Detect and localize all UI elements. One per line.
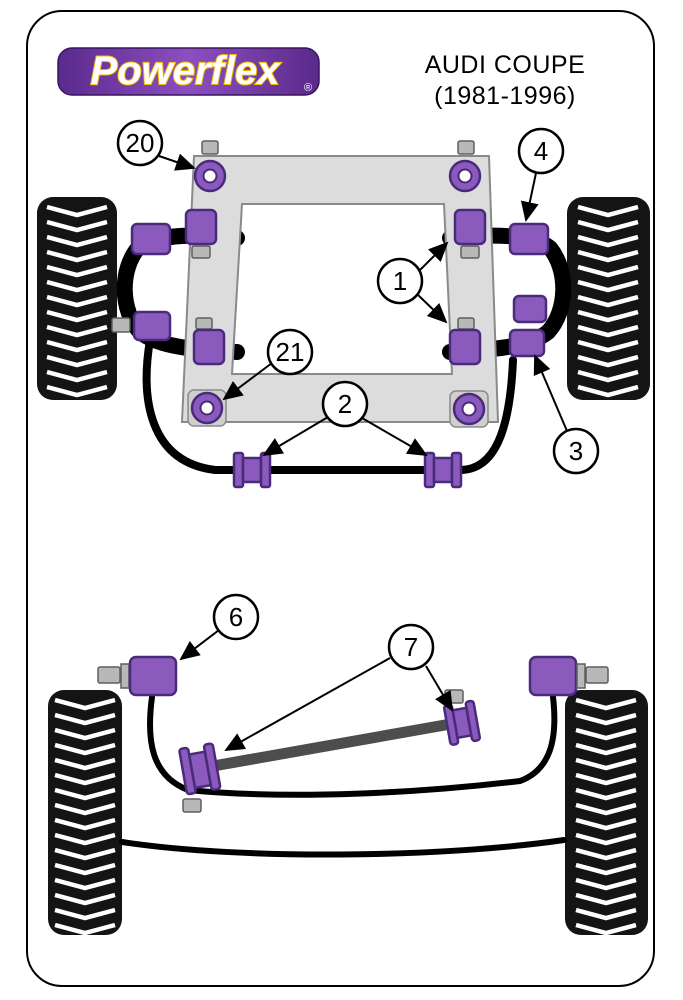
subframe-mount-front-left-bushing-20 bbox=[193, 159, 227, 193]
panhard-rod-bushing-right-7 bbox=[442, 699, 482, 746]
anti-roll-bar bbox=[142, 336, 517, 474]
outer-arm-bushing-top-right-4 bbox=[508, 222, 550, 256]
outer-arm-bushing-mid-right bbox=[512, 294, 548, 324]
registered-trademark-icon: ® bbox=[304, 82, 312, 94]
powerflex-logo-svg: Powerflex ® bbox=[57, 47, 320, 96]
front-right-tire bbox=[567, 197, 650, 400]
title-line2: (1981-1996) bbox=[434, 81, 576, 110]
callout-arrow-1b bbox=[415, 292, 448, 324]
powerflex-logo: Powerflex ® bbox=[57, 47, 320, 96]
vehicle-title: AUDI COUPE (1981-1996) bbox=[405, 50, 605, 111]
callout-number: 7 bbox=[404, 632, 418, 662]
title-line1: AUDI COUPE bbox=[424, 51, 586, 79]
callout-number: 20 bbox=[126, 128, 155, 158]
inner-arm-bushing-bottom-left bbox=[192, 317, 226, 366]
callout-number: 4 bbox=[534, 136, 548, 166]
anti-roll-bar-bushing-right-2 bbox=[423, 451, 463, 489]
inner-arm-bushing-top-right-1 bbox=[453, 208, 487, 259]
callout-number: 1 bbox=[393, 266, 407, 296]
callout-arrow-4 bbox=[520, 172, 539, 222]
front-left-control-arm bbox=[116, 227, 245, 360]
bolt-icon bbox=[97, 666, 121, 684]
callout-arrow-1a bbox=[418, 241, 449, 272]
bolt-icon bbox=[182, 798, 202, 813]
trailing-arm-bushing-left-6 bbox=[97, 655, 178, 697]
callout-number: 21 bbox=[276, 337, 305, 367]
subframe-mount-front-right-bushing bbox=[448, 159, 482, 193]
front-left-tire bbox=[37, 197, 117, 400]
washer-icon bbox=[576, 663, 586, 689]
callout-2: 2 bbox=[321, 380, 369, 428]
rear-right-tire bbox=[565, 690, 648, 935]
page-border bbox=[26, 10, 655, 987]
callout-arrow-21 bbox=[222, 362, 273, 401]
callout-1: 1 bbox=[376, 257, 424, 305]
bolt-icon bbox=[585, 666, 609, 684]
rear-axle-beam bbox=[147, 694, 558, 798]
bolt-icon bbox=[201, 140, 219, 155]
rear-left-tire bbox=[48, 690, 122, 935]
callout-6: 6 bbox=[212, 593, 260, 641]
outer-arm-bushing-bottom-left bbox=[111, 310, 172, 342]
callout-7: 7 bbox=[387, 623, 435, 671]
inner-arm-bushing-bottom-right-1 bbox=[448, 317, 482, 366]
subframe-mount-rear-right-bushing bbox=[449, 390, 489, 428]
callout-arrow-7a bbox=[224, 657, 391, 751]
subframe-mount-rear-left-bushing-21 bbox=[187, 389, 227, 427]
callout-3: 3 bbox=[552, 427, 600, 475]
front-suspension-diagram: 20 4 1 21 2 3 bbox=[37, 119, 650, 489]
callout-20: 20 bbox=[116, 119, 164, 167]
washer-icon bbox=[120, 663, 130, 689]
callout-number: 2 bbox=[338, 389, 352, 419]
outer-arm-bushing-top-left bbox=[130, 222, 172, 256]
outer-arm-bushing-bottom-right-3 bbox=[508, 328, 546, 358]
anti-roll-bar-bushing-left-2 bbox=[232, 451, 272, 489]
callout-number: 6 bbox=[229, 602, 243, 632]
callout-arrow-7b bbox=[425, 665, 454, 712]
rear-axle-tube bbox=[119, 837, 567, 858]
logo-background bbox=[57, 47, 320, 96]
callout-arrow-20 bbox=[158, 153, 196, 171]
rear-suspension-diagram: 6 7 bbox=[48, 593, 648, 935]
trailing-arm-bushing-right-6 bbox=[528, 655, 609, 697]
bolt-icon bbox=[457, 140, 475, 155]
callout-21: 21 bbox=[266, 328, 314, 376]
inner-arm-bushing-top-left bbox=[184, 208, 218, 259]
callout-number: 3 bbox=[569, 436, 583, 466]
callout-arrow-2a bbox=[262, 416, 329, 457]
callout-arrow-2b bbox=[361, 417, 428, 457]
logo-text: Powerflex bbox=[91, 49, 282, 93]
callout-arrow-3 bbox=[533, 354, 568, 432]
panhard-rod bbox=[196, 716, 468, 774]
callout-4: 4 bbox=[517, 127, 565, 175]
callout-arrow-6 bbox=[179, 629, 220, 661]
panhard-rod-bushing-left-7 bbox=[178, 742, 222, 796]
